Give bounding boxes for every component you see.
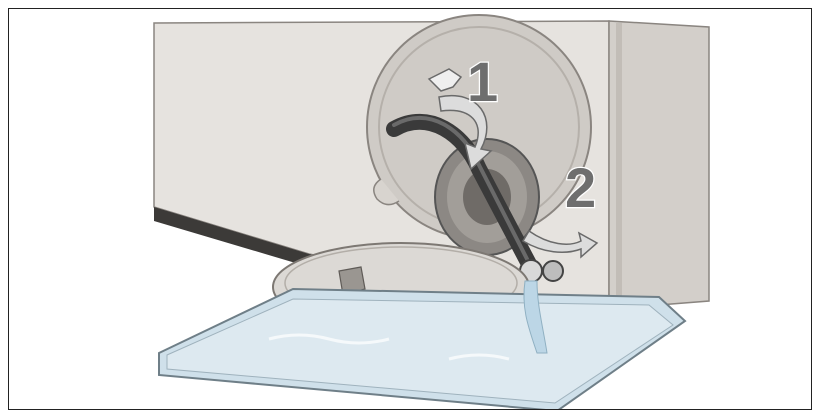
machine-side-panel: [609, 21, 709, 309]
figure-frame: 1 2: [8, 8, 812, 410]
step-1-number: 1: [467, 50, 498, 113]
drain-hose-illustration: 1 2: [9, 9, 812, 410]
step-2-number: 2: [565, 156, 596, 219]
